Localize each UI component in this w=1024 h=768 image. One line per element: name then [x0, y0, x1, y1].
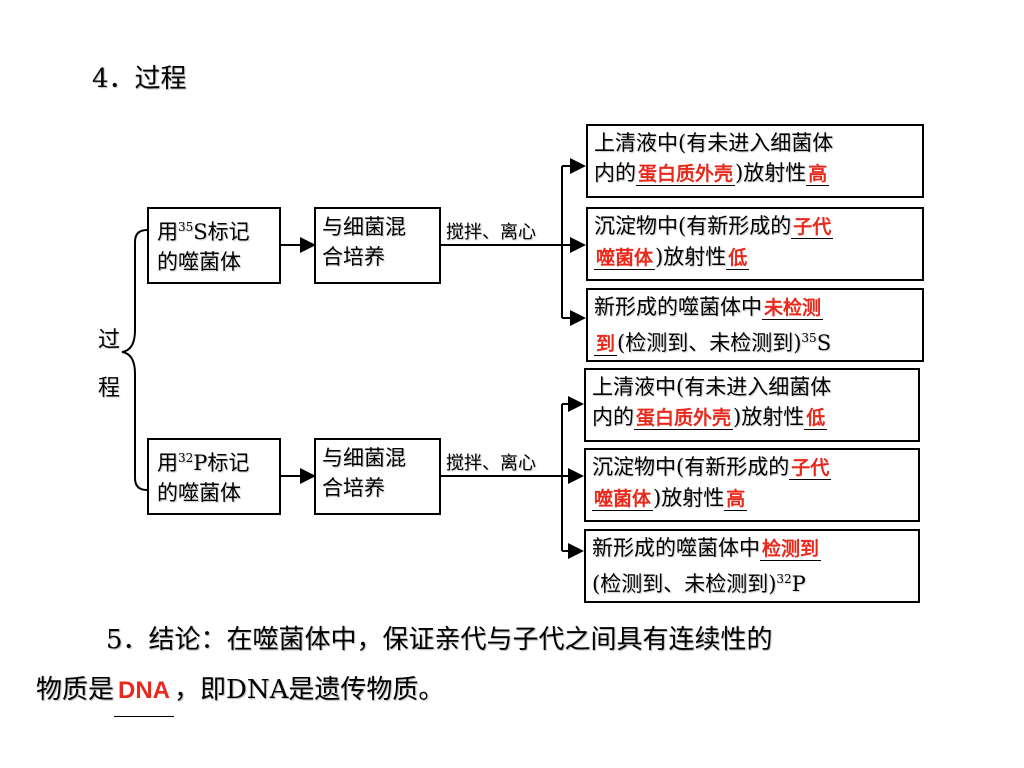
answer-blank: 检测到 — [760, 538, 822, 561]
flow-connectors — [121, 158, 586, 559]
answer-blank: 到 — [594, 333, 618, 356]
label-box-p32: 用32P标记 的噬菌体 — [147, 438, 281, 515]
operation-label-s35: 搅拌、离心 — [446, 222, 536, 243]
process-brace — [121, 229, 148, 491]
mix-box-s35: 与细菌混 合培养 — [314, 207, 441, 284]
process-label-char-1: 过 — [98, 328, 121, 353]
answer-blank: 蛋白质外壳 — [636, 163, 736, 186]
mix-box-p32: 与细菌混 合培养 — [314, 438, 441, 515]
conclusion-line1: 5．结论：在噬菌体中，保证亲代与子代之间具有连续性的 — [106, 625, 773, 655]
conclusion-answer-blank: DNA — [114, 666, 175, 717]
result-s35-supernatant: 上清液中(有未进入细菌体 内的蛋白质外壳)放射性高 — [586, 124, 924, 198]
result-p32-supernatant: 上清液中(有未进入细菌体 内的蛋白质外壳)放射性低 — [584, 368, 920, 442]
answer-blank: 低 — [804, 407, 828, 430]
process-label-char-2: 程 — [98, 376, 121, 401]
answer-blank: 低 — [726, 247, 750, 270]
result-p32-progeny: 新形成的噬菌体中检测到 (检测到、未检测到)32P — [584, 529, 920, 603]
heading: 4．过程 — [92, 64, 187, 94]
answer-blank: 噬菌体 — [594, 247, 656, 270]
answer-blank: 子代 — [789, 457, 832, 480]
operation-label-p32: 搅拌、离心 — [446, 453, 536, 474]
result-s35-sediment: 沉淀物中(有新形成的子代 噬菌体)放射性低 — [586, 207, 924, 281]
answer-blank: 蛋白质外壳 — [634, 407, 734, 430]
result-p32-sediment: 沉淀物中(有新形成的子代 噬菌体)放射性高 — [584, 448, 920, 522]
result-s35-progeny: 新形成的噬菌体中未检测 到(检测到、未检测到)35S — [586, 288, 924, 362]
answer-blank: 噬菌体 — [592, 488, 654, 511]
label-box-s35: 用35S标记 的噬菌体 — [147, 207, 281, 284]
conclusion-line2-start: 物质是 — [36, 675, 115, 705]
answer-blank: 高 — [724, 488, 748, 511]
answer-blank: 子代 — [791, 216, 834, 239]
answer-blank: 高 — [806, 163, 830, 186]
answer-blank: 未检测 — [762, 297, 824, 320]
conclusion-line2-end: ，即DNA是遗传物质。 — [174, 675, 445, 705]
